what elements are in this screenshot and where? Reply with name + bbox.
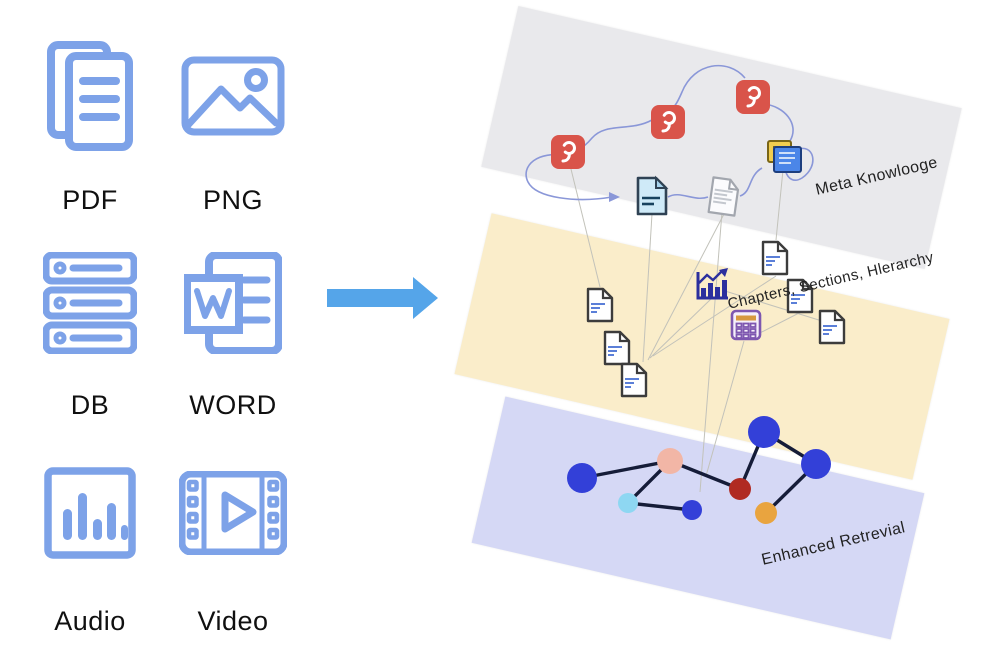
audio-bars-icon (44, 464, 136, 562)
file-type-png: PNG (171, 40, 295, 216)
file-type-db: DB (28, 250, 152, 421)
word-doc-icon (184, 250, 282, 355)
file-type-label: PDF (62, 185, 118, 215)
pdf-pages-icon (46, 40, 134, 152)
file-type-label: DB (70, 390, 110, 420)
right-arrow-icon (327, 276, 439, 325)
png-image-icon (181, 40, 285, 152)
mini-doc-icon (761, 240, 789, 276)
db-server-icon (43, 250, 137, 355)
file-type-audio: Audio (28, 464, 152, 637)
video-film-icon (179, 464, 287, 562)
file-type-label: Video (197, 606, 269, 636)
file-type-label: WORD (189, 390, 277, 420)
file-type-label: PNG (202, 185, 263, 215)
file-type-video: Video (171, 464, 295, 637)
file-type-pdf: PDF (28, 40, 152, 216)
file-type-label: Audio (54, 606, 126, 636)
file-type-word: WORD (171, 250, 295, 421)
